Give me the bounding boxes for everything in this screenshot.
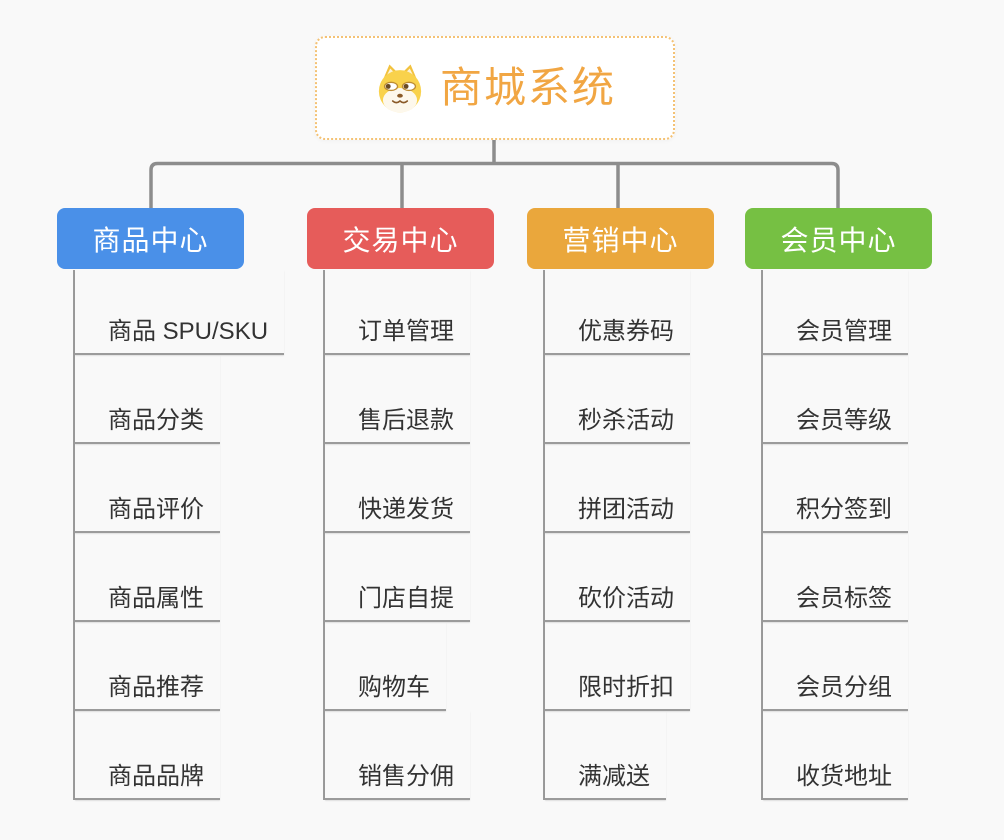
branch-item[interactable]: 商品分类 <box>75 355 220 444</box>
root-node[interactable]: 商城系统 <box>315 36 675 140</box>
branch-item[interactable]: 商品品牌 <box>75 711 220 800</box>
branch-item-list: 优惠券码 秒杀活动 拼团活动 砍价活动 限时折扣 满减送 <box>543 270 690 800</box>
branch-column-trade-center: 交易中心 订单管理 售后退款 快递发货 门店自提 购物车 销售分佣 <box>307 208 567 800</box>
branch-item[interactable]: 快递发货 <box>325 444 470 533</box>
branch-item-list: 订单管理 售后退款 快递发货 门店自提 购物车 销售分佣 <box>323 270 470 800</box>
branch-item[interactable]: 限时折扣 <box>545 622 690 711</box>
branch-item[interactable]: 商品 SPU/SKU <box>75 270 285 355</box>
branch-item[interactable]: 商品推荐 <box>75 622 220 711</box>
branch-item[interactable]: 秒杀活动 <box>545 355 690 444</box>
branch-item[interactable]: 会员等级 <box>763 355 908 444</box>
branch-label: 营销中心 <box>562 224 679 256</box>
branch-label: 商品中心 <box>92 224 209 256</box>
branch-column-marketing-center: 营销中心 优惠券码 秒杀活动 拼团活动 砍价活动 限时折扣 满减送 <box>527 208 787 800</box>
branch-item-list: 会员管理 会员等级 积分签到 会员标签 会员分组 收货地址 <box>761 270 908 800</box>
branch-label: 交易中心 <box>342 224 459 256</box>
branch-item[interactable]: 砍价活动 <box>545 533 690 622</box>
branch-item[interactable]: 积分签到 <box>763 444 908 533</box>
branch-item[interactable]: 收货地址 <box>763 711 908 800</box>
branch-item[interactable]: 会员分组 <box>763 622 908 711</box>
branch-item[interactable]: 优惠券码 <box>545 270 690 355</box>
branch-item[interactable]: 销售分佣 <box>325 711 470 800</box>
branch-node-trade-center[interactable]: 交易中心 <box>307 208 494 269</box>
branch-node-marketing-center[interactable]: 营销中心 <box>527 208 714 269</box>
branch-bus-line <box>149 161 840 208</box>
branch-item[interactable]: 订单管理 <box>325 270 470 355</box>
dog-face-icon <box>378 64 422 113</box>
branch-item[interactable]: 购物车 <box>325 622 446 711</box>
branch-item[interactable]: 门店自提 <box>325 533 470 622</box>
branch-column-product-center: 商品中心 商品 SPU/SKU 商品分类 商品评价 商品属性 商品推荐 商品品牌 <box>57 208 317 800</box>
branch-node-product-center[interactable]: 商品中心 <box>57 208 244 269</box>
branch-item[interactable]: 满减送 <box>545 711 666 800</box>
branch-item[interactable]: 拼团活动 <box>545 444 690 533</box>
branch-item[interactable]: 会员标签 <box>763 533 908 622</box>
root-title: 商城系统 <box>439 64 616 111</box>
branch-item[interactable]: 商品评价 <box>75 444 220 533</box>
branch-node-member-center[interactable]: 会员中心 <box>745 208 932 269</box>
branch-item-list: 商品 SPU/SKU 商品分类 商品评价 商品属性 商品推荐 商品品牌 <box>73 270 285 800</box>
branch-item[interactable]: 商品属性 <box>75 533 220 622</box>
branch-item[interactable]: 会员管理 <box>763 270 908 355</box>
branch-label: 会员中心 <box>780 224 897 256</box>
branch-item[interactable]: 售后退款 <box>325 355 470 444</box>
branch-column-member-center: 会员中心 会员管理 会员等级 积分签到 会员标签 会员分组 收货地址 <box>745 208 1004 800</box>
